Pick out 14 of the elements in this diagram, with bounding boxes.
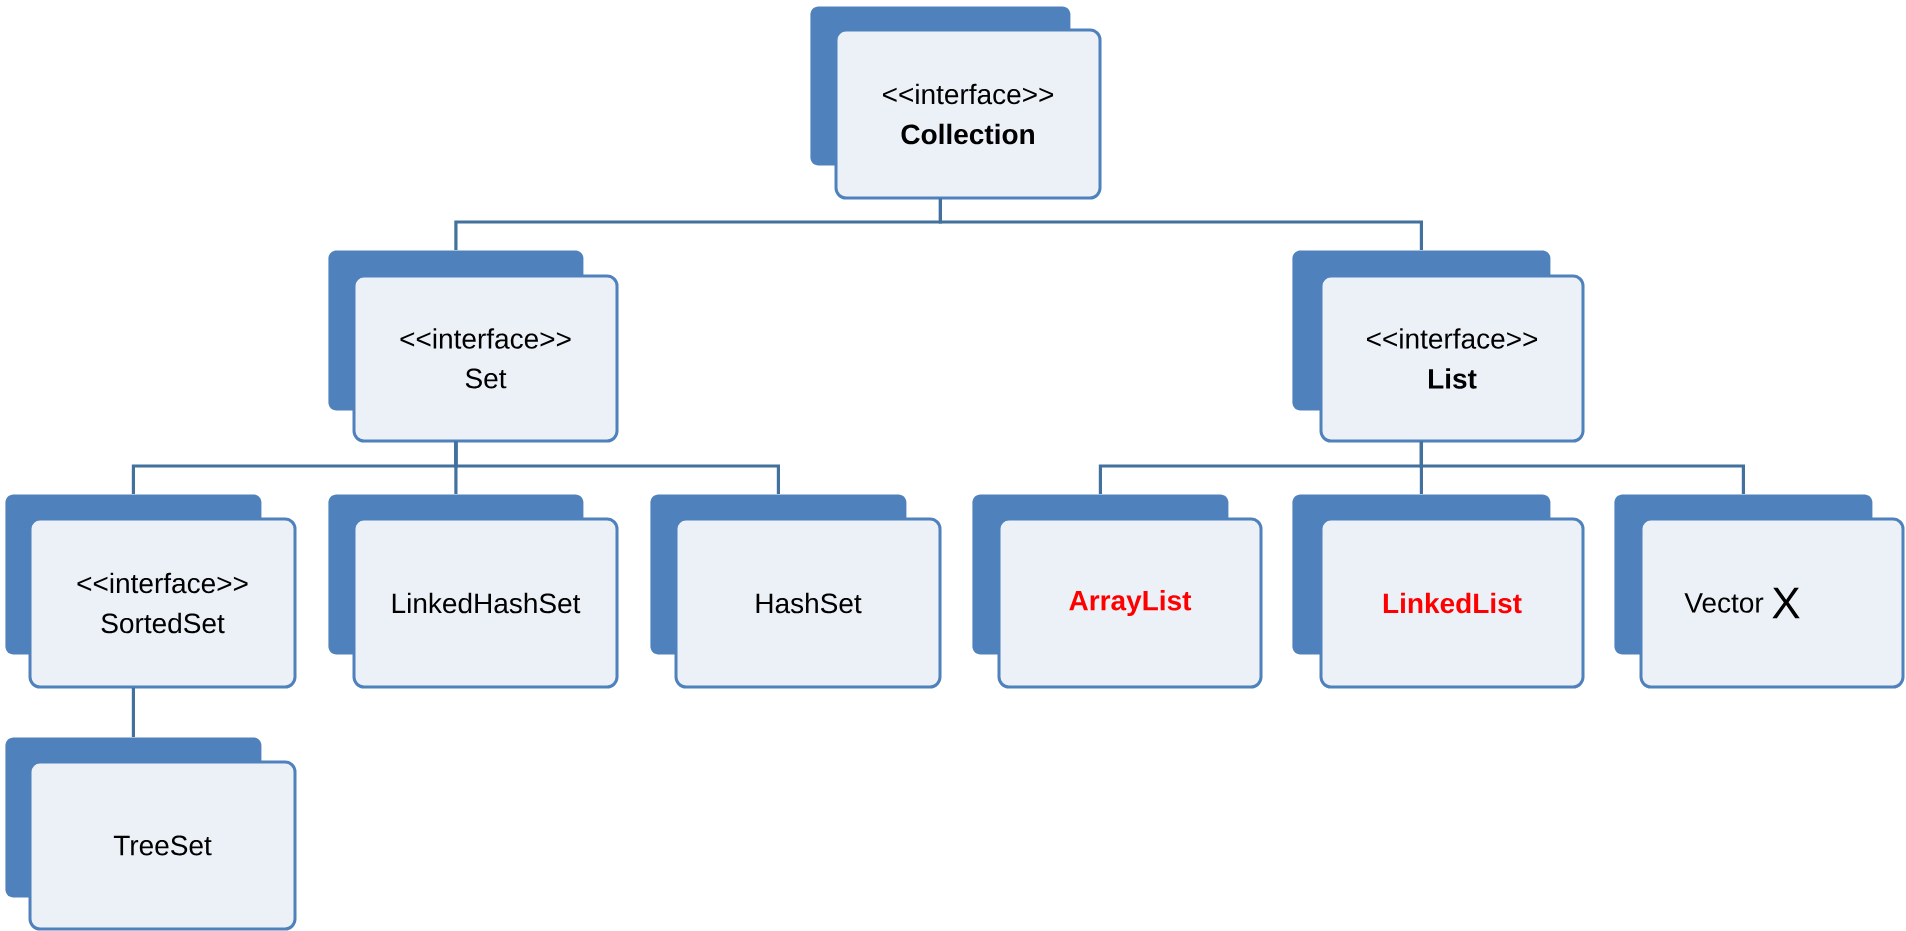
- class-box: LinkedHashSet: [328, 494, 619, 689]
- class-box: ArrayList: [972, 494, 1263, 689]
- connector-line: [1419, 441, 1745, 494]
- class-box: HashSet: [650, 494, 942, 689]
- connector-line: [131, 687, 135, 737]
- class-box: Vector X: [1614, 494, 1905, 689]
- connector-line: [454, 441, 780, 494]
- class-box: <<interface>> Collection: [810, 6, 1102, 200]
- connector-line: [938, 198, 1423, 250]
- class-box: <<interface>> Set: [328, 250, 619, 443]
- class-box: <<interface>> SortedSet: [5, 494, 297, 689]
- class-box: <<interface>> List: [1292, 250, 1585, 443]
- class-box: LinkedList: [1292, 494, 1585, 689]
- class-box: TreeSet: [5, 737, 297, 931]
